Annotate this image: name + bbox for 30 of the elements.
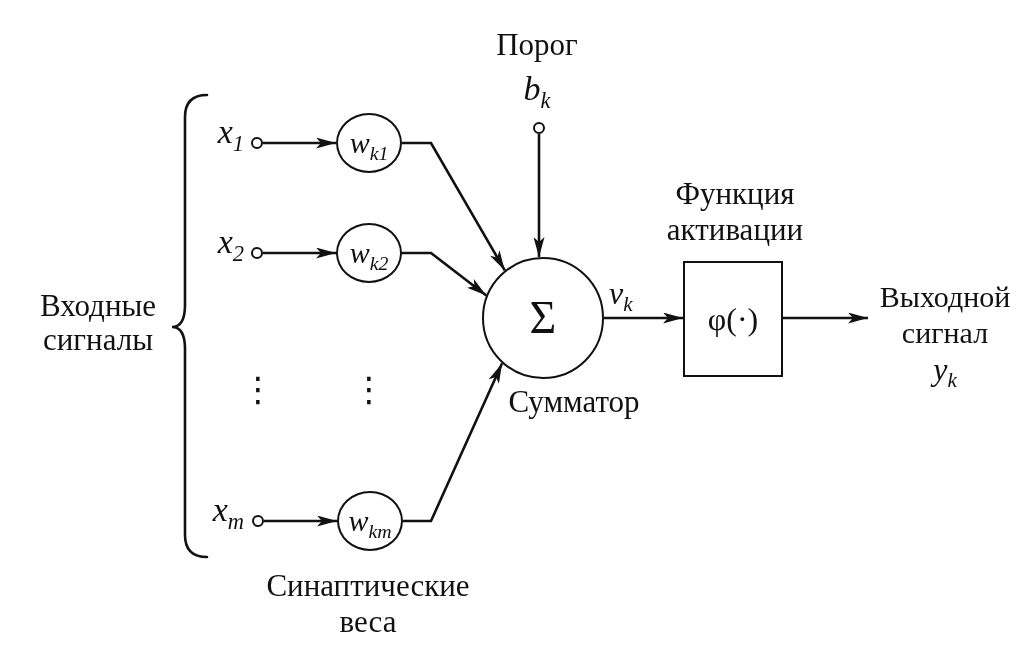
vertical-ellipsis: ⋮ — [241, 372, 275, 406]
vertical-ellipsis: ⋮ — [352, 372, 386, 406]
arrow — [403, 362, 504, 523]
summing-circle: Σ — [482, 257, 604, 379]
activation-box: φ(·) — [683, 261, 783, 377]
terminal-circle — [252, 515, 264, 527]
input-symbol: x$_{1}$ — [216, 115, 244, 149]
arrow — [263, 247, 336, 259]
arrow — [533, 134, 545, 258]
caption-text: Порог — [495, 27, 579, 63]
weight-circle: w$_{k2}$ — [336, 223, 402, 283]
terminal-circle — [251, 247, 263, 259]
caption-text: Сумматор — [507, 384, 641, 420]
input-symbol: x$_{m}$ — [211, 493, 244, 527]
arrow — [264, 515, 337, 527]
weight-circle: w$_{km}$ — [337, 491, 403, 551]
arrow — [604, 312, 683, 324]
output-label: Выходной сигнал y$_{k}$ — [868, 279, 1022, 387]
caption-text: Функция активации — [665, 176, 805, 248]
terminal-circle — [533, 122, 545, 134]
bias-symbol: b$_{k}$ — [522, 72, 552, 106]
arrow — [783, 312, 868, 324]
weight-circle: w$_{k1}$ — [336, 113, 402, 173]
arrow — [402, 251, 488, 297]
arrow — [263, 137, 336, 149]
caption-text: Входные сигналы — [38, 289, 158, 357]
arrow — [402, 141, 506, 272]
terminal-circle — [251, 137, 263, 149]
input-symbol: x$_{2}$ — [216, 225, 244, 259]
caption-text: Синаптические веса — [265, 568, 471, 640]
